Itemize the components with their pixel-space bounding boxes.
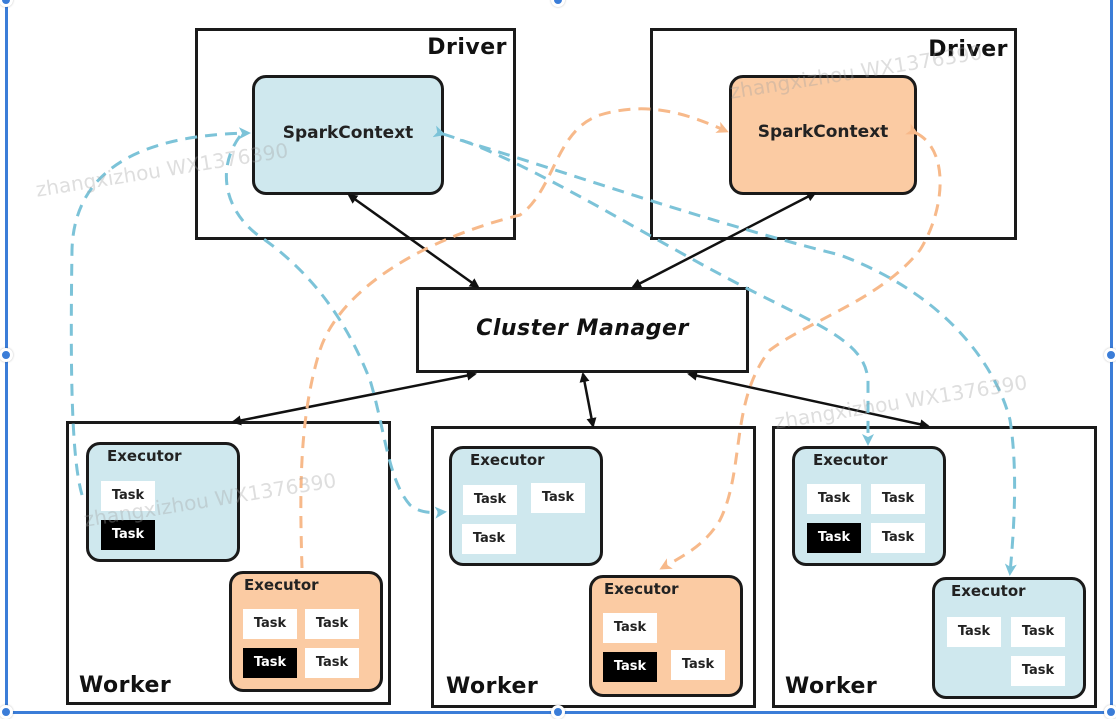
- executor-label: Executor: [470, 451, 545, 469]
- executor[interactable]: Executor Task Task Task: [932, 577, 1086, 699]
- task: Task: [101, 481, 155, 511]
- worker-box-2: Worker Executor Task Task Task Executor …: [431, 426, 756, 708]
- arrow-cluster-worker3: [687, 370, 930, 430]
- executor[interactable]: Executor Task Task Task: [449, 446, 603, 566]
- task: Task: [463, 485, 517, 515]
- worker-label: Worker: [785, 674, 878, 699]
- arrow-blue-sc1-to-exec-w2: [224, 135, 447, 519]
- worker-box-1: Worker Executor Task Task Executor Task …: [66, 421, 391, 705]
- arrow-driver1-cluster: [347, 193, 480, 289]
- task: Task: [1011, 617, 1065, 647]
- task: Task: [305, 648, 359, 678]
- arrow-blue-sc1-to-exec-w3b: [459, 138, 1017, 576]
- task-active: Task: [101, 520, 155, 550]
- task: Task: [305, 609, 359, 639]
- task: Task: [1011, 656, 1065, 686]
- task-active: Task: [603, 652, 657, 682]
- arrow-cluster-worker2: [579, 372, 597, 428]
- arrow-cluster-worker1: [231, 370, 477, 426]
- resize-handle-middle-right[interactable]: [1104, 348, 1116, 362]
- task-active: Task: [243, 648, 297, 678]
- task: Task: [603, 613, 657, 643]
- driver-label: Driver: [427, 35, 507, 60]
- executor[interactable]: Executor Task Task: [86, 442, 240, 562]
- executor[interactable]: Executor Task Task Task: [589, 575, 743, 697]
- executor-label: Executor: [107, 447, 182, 465]
- driver-label: Driver: [928, 37, 1008, 62]
- arrow-orange-sc2-to-exec-w2: [659, 123, 942, 570]
- resize-handle-top-left[interactable]: [0, 0, 13, 7]
- arrow-blue-sc1-to-exec-w3a: [432, 125, 874, 446]
- resize-handle-bottom-center[interactable]: [551, 705, 565, 719]
- resize-handle-bottom-right[interactable]: [1104, 705, 1116, 719]
- arrow-blue-exec-w1-to-sc1: [69, 127, 251, 496]
- task: Task: [671, 650, 725, 680]
- driver-box-1: Driver SparkContext: [195, 28, 516, 240]
- executor-label: Executor: [604, 580, 679, 598]
- spark-context-1[interactable]: SparkContext: [252, 75, 444, 195]
- resize-handle-middle-left[interactable]: [0, 348, 13, 362]
- executor-label: Executor: [951, 582, 1026, 600]
- task: Task: [531, 483, 585, 513]
- resize-handle-top-center[interactable]: [551, 0, 565, 7]
- task: Task: [462, 524, 516, 554]
- worker-label: Worker: [79, 673, 172, 698]
- executor-label: Executor: [244, 576, 319, 594]
- executor[interactable]: Executor Task Task Task Task: [229, 571, 383, 692]
- task: Task: [243, 609, 297, 639]
- arrow-orange-exec-w1-to-sc2: [299, 107, 729, 569]
- spark-context-label: SparkContext: [282, 123, 414, 143]
- task: Task: [947, 617, 1001, 647]
- worker-label: Worker: [446, 674, 539, 699]
